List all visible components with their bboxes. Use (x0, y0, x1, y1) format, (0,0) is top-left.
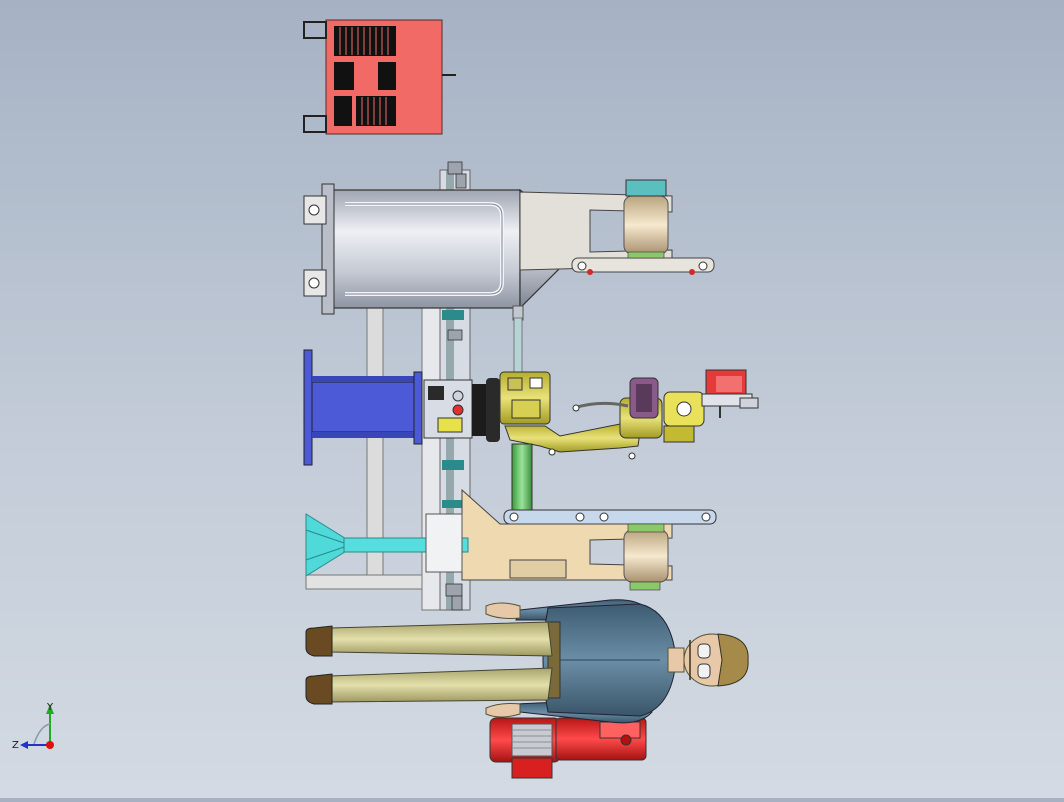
y-axis-arrow-icon (46, 704, 54, 714)
coordinate-triad: Y Z (12, 702, 54, 751)
industrial-robot-arm[interactable] (499, 371, 705, 460)
origin-dot-icon (46, 741, 54, 749)
gear-motor[interactable] (489, 717, 647, 779)
upper-roller-bracket[interactable] (519, 179, 715, 275)
robot-base[interactable] (423, 378, 500, 442)
control-cabinet[interactable] (303, 19, 456, 135)
robot-gripper[interactable] (701, 369, 759, 418)
z-axis-arrow-icon (20, 741, 28, 749)
blue-stand[interactable] (303, 349, 423, 466)
z-axis-label: Z (12, 740, 19, 751)
green-support-column[interactable] (511, 443, 533, 511)
column-fittings (445, 161, 467, 611)
lower-roller-bracket[interactable] (461, 488, 717, 591)
y-axis-label: Y (46, 702, 54, 713)
cabinet-vent-grilles (334, 26, 396, 126)
worker-figure[interactable] (305, 599, 749, 724)
discharge-funnel[interactable] (305, 513, 469, 577)
